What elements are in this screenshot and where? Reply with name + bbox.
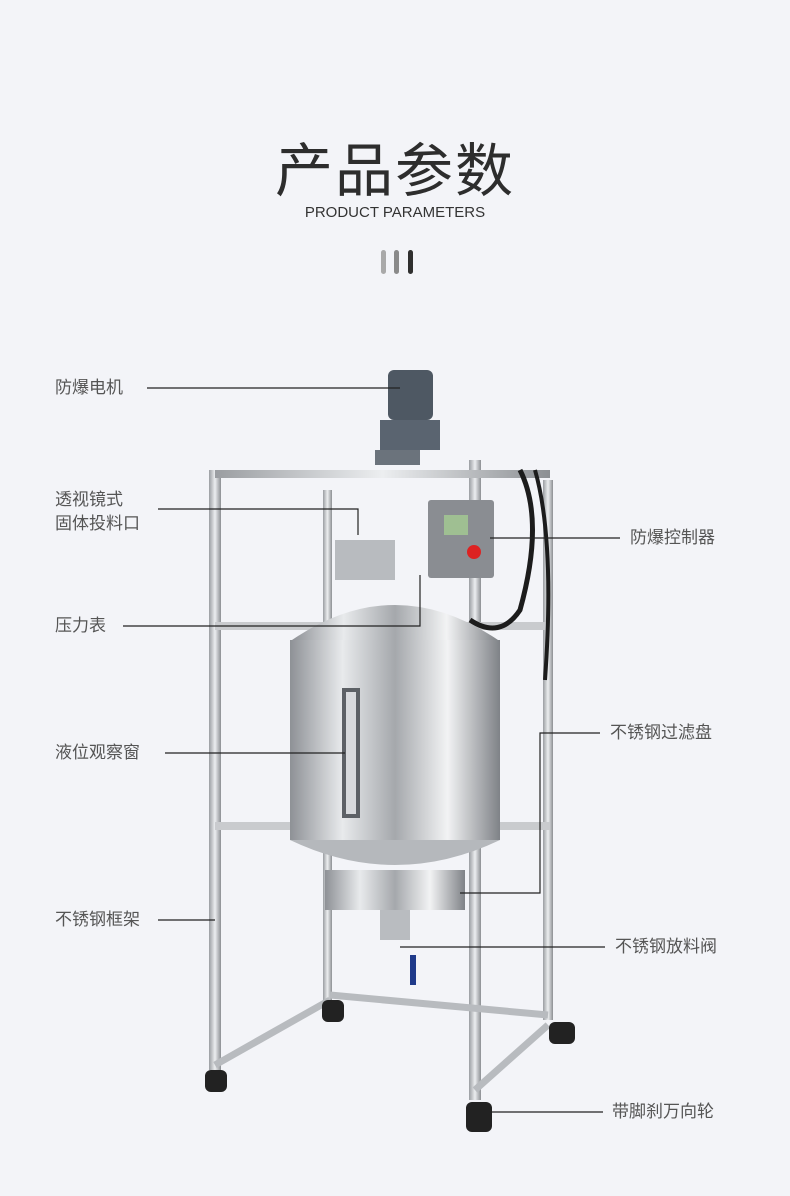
motor bbox=[375, 370, 440, 465]
bar-2 bbox=[394, 250, 399, 274]
label-pressure-gauge: 压力表 bbox=[55, 616, 106, 636]
bar-1 bbox=[381, 250, 386, 274]
label-controller: 防爆控制器 bbox=[630, 528, 715, 548]
controller-box bbox=[428, 468, 551, 681]
label-frame: 不锈钢框架 bbox=[55, 910, 140, 930]
page-title: 产品参数 bbox=[274, 137, 515, 205]
label-casters: 带脚刹万向轮 bbox=[612, 1102, 714, 1122]
label-sight-glass-line1: 透视镜式 bbox=[55, 490, 123, 510]
label-discharge-valve: 不锈钢放料阀 bbox=[615, 937, 717, 957]
page-subtitle: PRODUCT PARAMETERS bbox=[304, 204, 486, 221]
tank bbox=[290, 540, 500, 985]
label-sight-glass-line2: 固体投料口 bbox=[55, 514, 140, 534]
bar-3 bbox=[408, 250, 413, 274]
label-motor: 防爆电机 bbox=[55, 378, 123, 398]
label-level-window: 液位观察窗 bbox=[55, 743, 140, 763]
casters bbox=[205, 1000, 575, 1132]
label-filter-plate: 不锈钢过滤盘 bbox=[610, 723, 712, 743]
leader-lines bbox=[123, 387, 620, 1113]
